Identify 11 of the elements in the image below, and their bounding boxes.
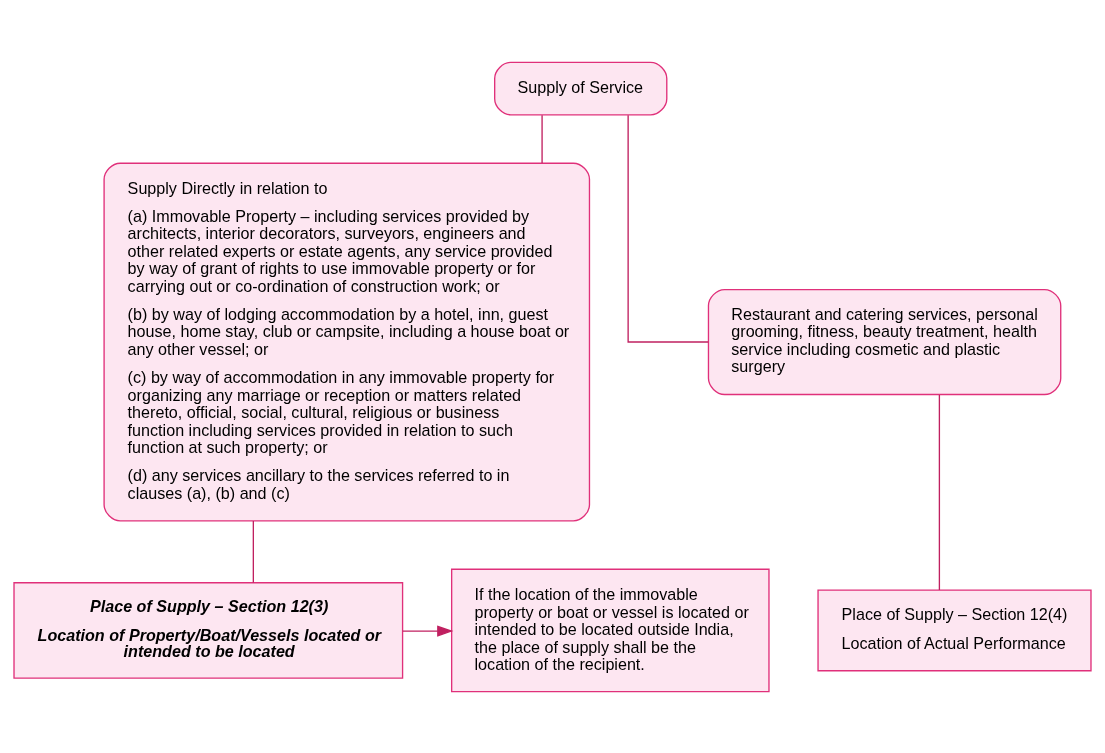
node-box: If the location of the immovable property or boat or vessel is located or intended to be located outside India, the place of supply shall be the location of the recipient.	[451, 568, 770, 692]
node-box: Supply Directly in relation to (a) Immovable Property – including services provided by architects, interior decorators, surveyors, engineers and other related experts or estate agents, any service provided by way of grant of rights to use immovable property or for carrying out or co-ordination of construction work; or (b) by way of lodging accommodation by a hotel, inn, guest house, home stay, club or campsite, including a house boat or any other vessel; or (c) by way of accommodation in any immovable property for organizing any marriage or reception or matters related thereto, official, social, cultural, religious or business function including services provided in relation to such function at such property; or (d) any services ancillary to the services referred to in clauses (a), (b) and (c)	[103, 162, 591, 522]
connector	[252, 519, 254, 583]
node-box: Place of Supply – Section 12(3) Location of Property/Boat/Vessels located or intended to be located	[13, 581, 404, 679]
connector	[627, 114, 709, 343]
node-box: Supply of Service	[494, 61, 668, 115]
connector	[938, 393, 941, 591]
arrow	[402, 624, 454, 637]
connector	[541, 114, 543, 164]
node-box: Restaurant and catering services, personal grooming, fitness, beauty treatment, health service including cosmetic and plastic surgery	[707, 288, 1062, 395]
node-box: Place of Supply – Section 12(4) Location of Actual Performance	[817, 588, 1092, 671]
